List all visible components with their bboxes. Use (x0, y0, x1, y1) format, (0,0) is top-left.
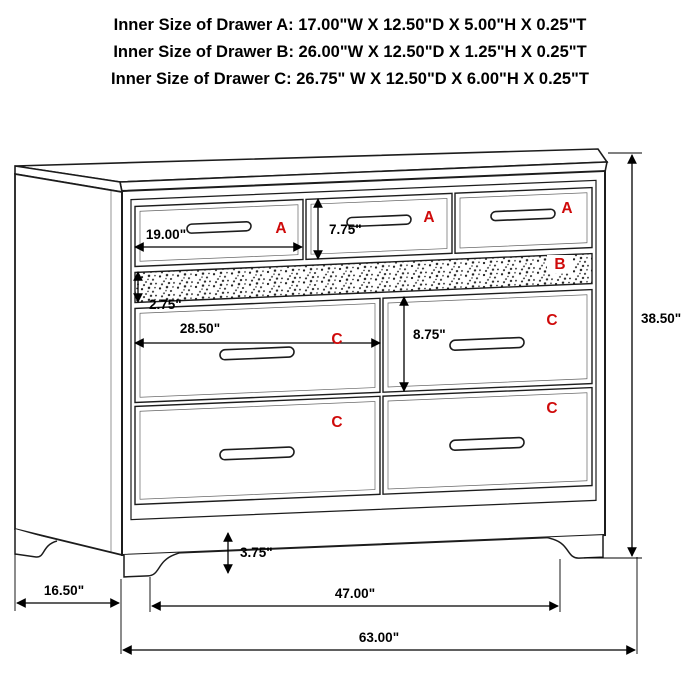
drawer-letter-a1: A (275, 220, 286, 237)
dim-label-band-height: 2.75" (149, 297, 182, 312)
drawer-a2 (305, 192, 453, 261)
drawer-a3 (454, 186, 593, 254)
handle-a2 (346, 214, 412, 228)
dim-label-overall-height: 38.50" (641, 311, 681, 326)
drawer-c3-bevel (139, 401, 376, 500)
dim-label-overall-width: 63.00" (359, 630, 399, 645)
side-foot (14, 529, 58, 558)
drawer-letters: A A A B C C C C (275, 200, 573, 431)
drawer-a3-bevel (459, 192, 588, 249)
spec-line-drawer-c: Inner Size of Drawer C: 26.75" W X 12.50… (111, 70, 589, 88)
spec-line-drawer-a: Inner Size of Drawer A: 17.00"W X 12.50"… (113, 16, 587, 34)
front-inner-frame (130, 179, 597, 521)
front-left-foot (123, 551, 181, 578)
drawer-letter-c2: C (546, 312, 557, 329)
spec-line-drawer-b: Inner Size of Drawer B: 26.00"W X 12.50"… (113, 43, 587, 61)
dimension-annotations: 19.00" 7.75" 2.75" 28.50" 8.75" 38.50" 3… (14, 152, 681, 655)
dim-label-drawer-a-height: 7.75" (329, 222, 362, 237)
drawer-a2-bevel (310, 198, 448, 255)
drawer-letter-c4: C (546, 400, 557, 417)
dim-label-drawer-a-width: 19.00" (146, 227, 186, 242)
drawer-a1-bevel (139, 204, 299, 262)
handle-c1 (219, 346, 295, 361)
dresser-front-face (121, 169, 606, 578)
spec-header: Inner Size of Drawer A: 17.00"W X 12.50"… (0, 0, 700, 93)
dresser-dimension-diagram: 19.00" 7.75" 2.75" 28.50" 8.75" 38.50" 3… (14, 148, 681, 655)
drawer-letter-a2: A (423, 209, 434, 226)
handle-a3 (490, 208, 556, 222)
handle-c3 (219, 446, 295, 461)
handle-a1 (186, 221, 252, 234)
drawer-c2-bevel (387, 294, 588, 388)
dim-label-foot-height: 3.75" (240, 545, 273, 560)
drawer-letter-a3: A (561, 200, 572, 217)
letter-b-backing (547, 255, 573, 273)
dim-label-drawer-c-height: 8.75" (413, 327, 446, 342)
drawer-letter-b: B (554, 256, 565, 273)
front-right-foot (546, 535, 604, 559)
handle-c4 (449, 436, 525, 452)
handle-c2 (449, 336, 525, 352)
dim-label-side-depth: 16.50" (44, 583, 84, 598)
dim-label-feet-span: 47.00" (335, 586, 375, 601)
drawer-letter-c1: C (331, 331, 342, 348)
dim-label-drawer-c-width: 28.50" (180, 321, 220, 336)
drawer-c4-bevel (387, 392, 588, 490)
drawer-letter-c3: C (331, 414, 342, 431)
dresser-side-panel (14, 172, 123, 557)
dresser-drawing (14, 148, 609, 578)
